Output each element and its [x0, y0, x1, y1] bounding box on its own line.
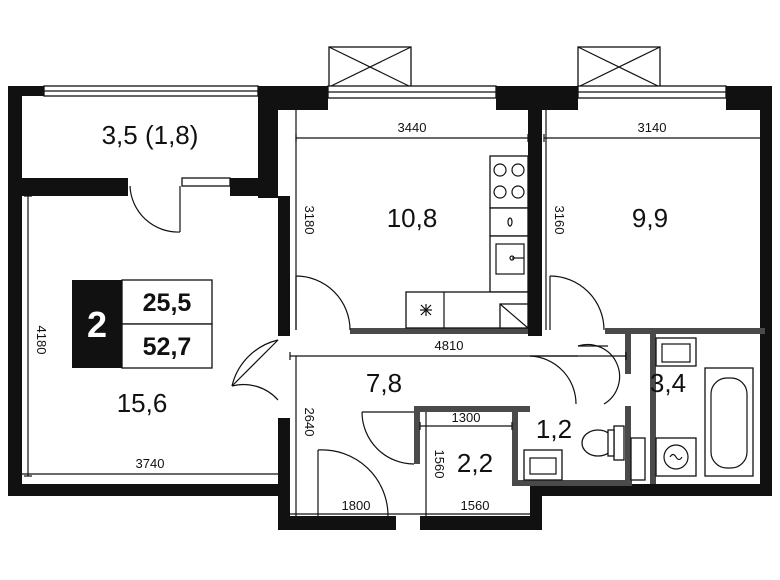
- storage-depth-label: 1560: [432, 450, 447, 479]
- toilet-sink-icon: [523, 449, 563, 481]
- dimension-lines: [22, 110, 760, 516]
- hall-width-label: 1800: [342, 498, 371, 513]
- toilet-icon: [581, 425, 625, 461]
- bedroom-area-label: 9,9: [632, 203, 668, 233]
- kitchen-width-label: 3440: [398, 120, 427, 135]
- balcony-area-label: 3,5 (1,8): [102, 120, 199, 150]
- living-width-label: 3740: [136, 456, 165, 471]
- bedroom-width-label: 3140: [638, 120, 667, 135]
- kitchen-area-label: 10,8: [387, 203, 438, 233]
- windows: [43, 85, 727, 187]
- riser-shaft: [630, 437, 646, 481]
- storage-width-bottom-label: 1560: [461, 498, 490, 513]
- bathtub-icon: [704, 367, 754, 477]
- storage-width-label: 1300: [452, 410, 481, 425]
- living-depth-label: 4180: [34, 326, 49, 355]
- bathroom-area-label: 3,4: [650, 368, 686, 398]
- hall-depth-label: 2640: [302, 408, 317, 437]
- bedroom-depth-label: 3160: [552, 206, 567, 235]
- fridge-icon: [420, 304, 432, 316]
- walls: [8, 86, 772, 530]
- partitions: [350, 328, 765, 486]
- room-count-label: 2: [87, 304, 107, 345]
- kitchen-depth-label: 3180: [302, 206, 317, 235]
- washing-machine-icon: [655, 437, 697, 477]
- window-box-kitchen: [328, 46, 412, 88]
- doors: [129, 185, 621, 517]
- sink-icon: [655, 337, 697, 367]
- total-area-value: 52,7: [143, 333, 192, 361]
- apartment-badge: 2 25,5 52,7: [72, 279, 213, 369]
- hall-area-label: 7,8: [366, 368, 402, 398]
- kitchen-sink-icon: [489, 235, 529, 293]
- living-room-area-label: 15,6: [117, 388, 168, 418]
- window-box-bedroom: [577, 46, 661, 88]
- toilet-area-label: 1,2: [536, 414, 572, 444]
- living-area-value: 25,5: [143, 289, 192, 317]
- corridor-width-label: 4810: [435, 338, 464, 353]
- kitchen-stove-icon: [489, 155, 529, 209]
- kitchen-counter: [489, 207, 529, 237]
- storage-area-label: 2,2: [457, 448, 493, 478]
